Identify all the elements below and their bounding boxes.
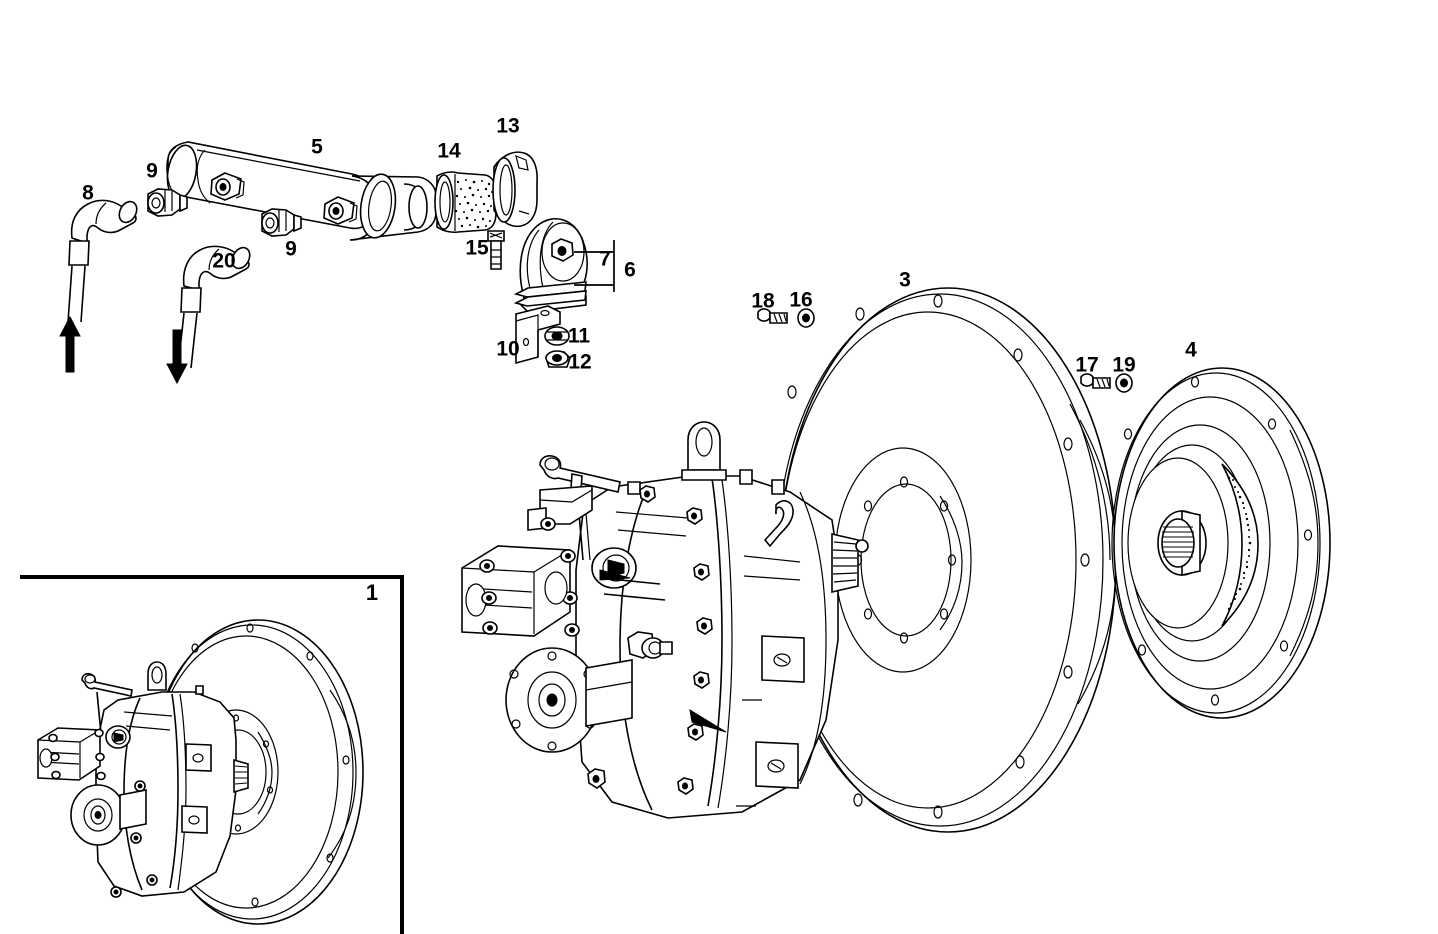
spline-teeth xyxy=(1162,526,1194,558)
exhaust-silencer-part-5 xyxy=(166,141,437,241)
callout-6: 6 xyxy=(624,259,636,282)
housing-bolt-lower xyxy=(587,768,606,789)
callout-17: 17 xyxy=(1075,354,1098,377)
damper-bolt-holes xyxy=(1123,376,1313,706)
silencer-bolt-boss-1 xyxy=(210,172,245,201)
clamp-strap-part-7 xyxy=(513,217,588,313)
callout-10: 10 xyxy=(496,338,519,361)
lifting-eye xyxy=(681,421,727,481)
callout-15: 15 xyxy=(465,237,489,260)
dipstick-handle xyxy=(763,500,794,548)
callout-labels: 1 3 4 5 6 7 8 9 9 10 11 12 13 14 15 16 1… xyxy=(82,115,1197,605)
mounting-foot-upper xyxy=(761,635,805,683)
lock-nut-part-12 xyxy=(545,350,571,368)
callout-12: 12 xyxy=(568,351,591,374)
drain-plug xyxy=(627,631,673,659)
top-stud-c xyxy=(627,481,641,495)
top-stud-a xyxy=(739,469,753,485)
silencer-bolt-boss-2 xyxy=(323,196,358,225)
callout-5: 5 xyxy=(311,136,323,159)
callout-11: 11 xyxy=(568,325,591,348)
housing-flange-bolts xyxy=(639,485,713,795)
callout-16: 16 xyxy=(789,289,812,312)
callout-14: 14 xyxy=(437,140,461,163)
callout-bracket-6-7 xyxy=(574,240,615,292)
inset-gearbox-assembly xyxy=(37,619,364,925)
hydraulic-pump-block xyxy=(461,545,580,637)
callout-13: 13 xyxy=(496,115,519,138)
hose-clamp-fitting-9a xyxy=(147,188,188,217)
exhaust-clamp-ring-part-13 xyxy=(492,151,538,228)
angle-bracket-part-10 xyxy=(515,305,561,365)
callout-9a: 9 xyxy=(146,160,158,183)
control-valve-body xyxy=(527,485,593,531)
callout-1: 1 xyxy=(366,580,378,605)
exhaust-bellows-part-14 xyxy=(434,171,497,234)
washer-part-11 xyxy=(544,326,570,346)
callout-7: 7 xyxy=(599,248,611,271)
callout-20: 20 xyxy=(212,250,235,273)
hex-bolt-part-17 xyxy=(1080,373,1111,389)
damper-friction-texture xyxy=(1225,471,1252,619)
hex-bolt-part-18 xyxy=(757,308,788,324)
callout-8: 8 xyxy=(82,182,94,205)
water-hose-part-8 xyxy=(59,199,138,373)
water-hose-part-20 xyxy=(166,245,251,385)
callout-19: 19 xyxy=(1112,354,1135,377)
callout-18: 18 xyxy=(751,290,775,313)
damper-plate-part-4 xyxy=(1111,367,1331,719)
input-shaft-boss xyxy=(591,547,666,601)
washer-part-16 xyxy=(797,308,815,328)
callout-9b: 9 xyxy=(285,238,297,261)
flow-arrow-up xyxy=(59,315,81,373)
drive-plate-part-3 xyxy=(776,287,1117,833)
top-stud-b xyxy=(771,479,785,495)
bellows-mesh-texture xyxy=(454,179,493,229)
inset-plate-holes xyxy=(181,623,350,907)
output-flange xyxy=(505,647,633,753)
callout-3: 3 xyxy=(899,269,911,292)
hex-bolt-part-15 xyxy=(487,230,505,270)
mounting-foot-lower xyxy=(755,741,799,789)
washer-part-19 xyxy=(1115,373,1133,393)
gearbox-main-assembly xyxy=(461,421,869,819)
hose-clamp-fitting-9b xyxy=(261,208,302,237)
callout-4: 4 xyxy=(1185,339,1197,362)
output-spline-shaft xyxy=(831,532,869,594)
flow-arrow-down xyxy=(166,329,188,385)
inset-assembly-view xyxy=(20,575,404,934)
